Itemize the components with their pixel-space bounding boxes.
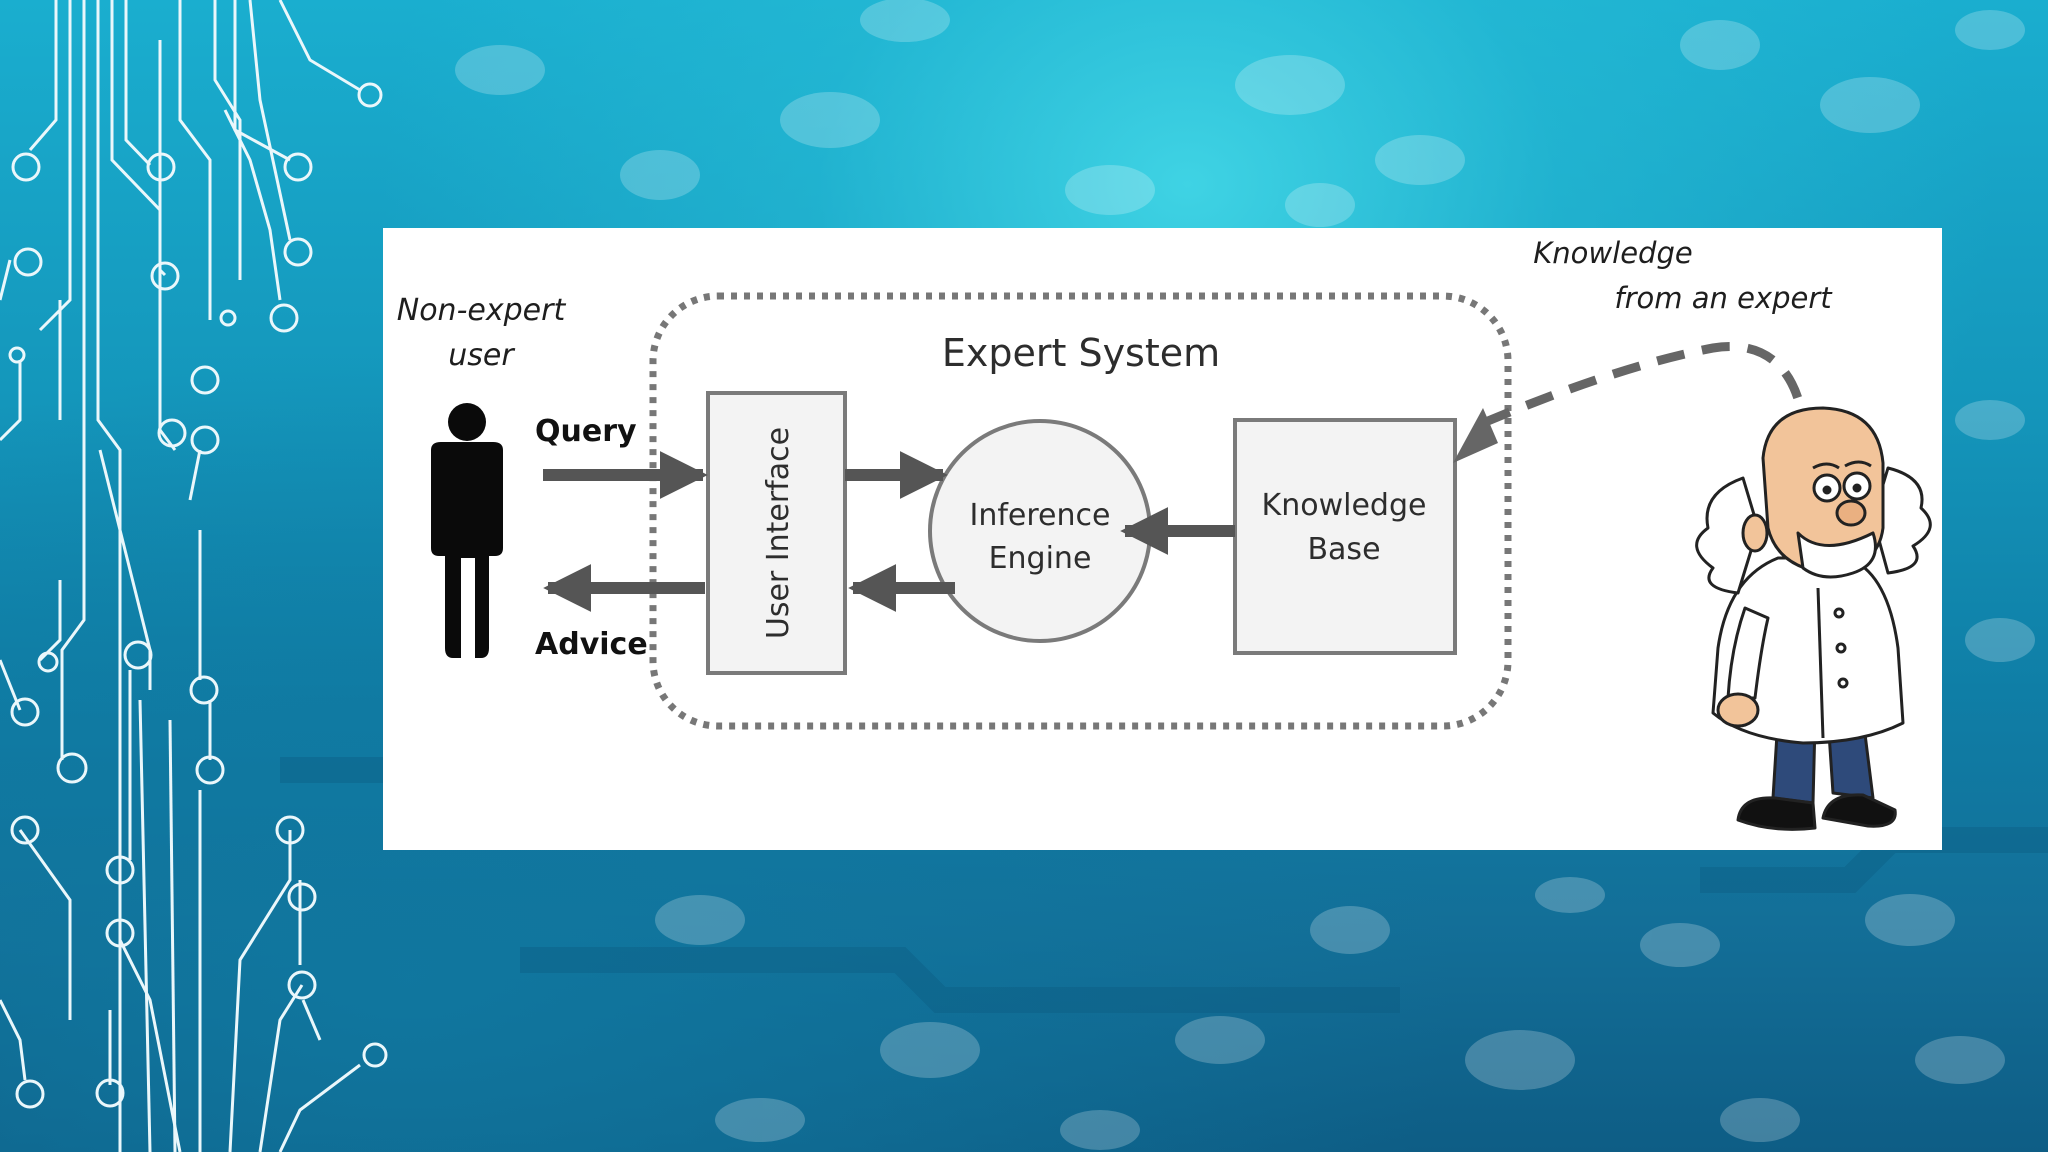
non-expert-user-label-line2: user — [448, 338, 515, 373]
expert-knowledge-arrowhead — [1453, 408, 1498, 463]
expert-knowledge-label-line2: from an expert — [1614, 281, 1833, 315]
expert-knowledge-arrow — [1481, 342, 1810, 444]
advice-label: Advice — [535, 627, 648, 662]
expert-system-diagram: Expert System User Interface Inference E… — [397, 236, 1932, 831]
diagram-panel: Expert System User Interface Inference E… — [383, 228, 1942, 850]
user-interface-box — [706, 391, 847, 675]
flow-arrows — [543, 451, 1235, 612]
person-silhouette-icon — [431, 403, 503, 658]
expert-system-boundary — [649, 292, 1512, 730]
expert-knowledge-label-line1: Knowledge — [1533, 236, 1692, 270]
bokeh-dots — [455, 0, 2035, 1150]
user-interface-label: User Interface — [761, 427, 796, 639]
inference-engine-label-line2: Engine — [989, 541, 1092, 576]
query-label: Query — [535, 414, 637, 449]
scientist-cartoon-icon — [1695, 406, 1932, 831]
inference-engine-label-line1: Inference — [970, 498, 1111, 533]
expert-system-title: Expert System — [942, 331, 1220, 375]
knowledge-base-label-line2: Base — [1307, 532, 1380, 567]
non-expert-user-label-line1: Non-expert — [397, 293, 567, 328]
knowledge-base-label-line1: Knowledge — [1262, 488, 1427, 523]
circuit-traces — [0, 0, 388, 1152]
